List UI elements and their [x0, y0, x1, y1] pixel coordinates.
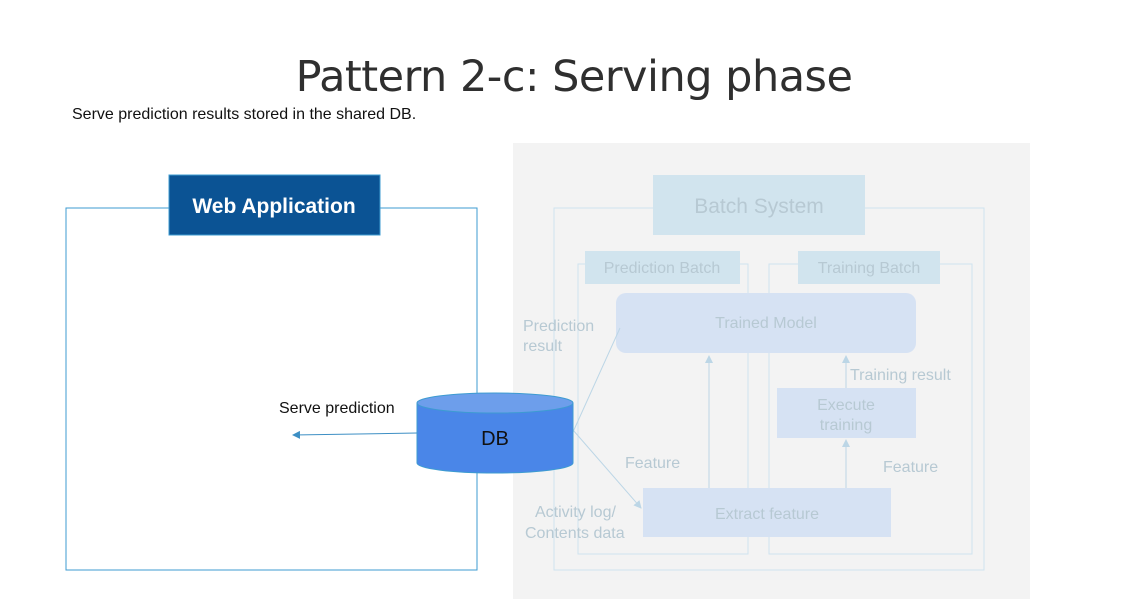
training-batch-header	[798, 251, 940, 284]
prediction-batch-header	[585, 251, 740, 284]
db-label: DB	[481, 428, 509, 450]
extract-feature-label: Extract feature	[715, 506, 819, 523]
serve-prediction-arrow	[292, 430, 418, 439]
activity-log-label-1: Activity log/	[535, 504, 616, 521]
training-result-label: Training result	[850, 367, 951, 384]
prediction-result-label-2: result	[523, 338, 563, 355]
execute-training-label-1: Execute	[817, 397, 875, 414]
web-app-label: Web Application	[192, 195, 355, 218]
trained-model-box	[616, 293, 916, 353]
web-app-header	[168, 174, 381, 236]
prediction-result-connector	[572, 327, 621, 433]
activity-log-label-2: Contents data	[525, 525, 625, 542]
activity-log-connector	[572, 429, 642, 509]
trained-model-label: Trained Model	[715, 315, 817, 332]
prediction-batch-label: Prediction Batch	[604, 260, 721, 277]
training-batch-label: Training Batch	[818, 260, 921, 277]
page-title: Pattern 2-c: Serving phase	[295, 52, 853, 102]
extract-feature-box	[643, 488, 891, 537]
execute-training-label-2: training	[820, 417, 872, 434]
feature-label-right: Feature	[883, 459, 938, 476]
web-app-frame	[65, 207, 478, 571]
batch-system-title: Batch System	[694, 195, 824, 218]
batch-system-header	[653, 175, 865, 235]
db-cylinder	[416, 392, 574, 474]
feature-label-left: Feature	[625, 455, 680, 472]
execute-training-box	[777, 388, 916, 438]
prediction-result-label-1: Prediction	[523, 318, 594, 335]
page-subtitle: Serve prediction results stored in the s…	[72, 106, 417, 123]
serve-prediction-label: Serve prediction	[279, 400, 395, 417]
